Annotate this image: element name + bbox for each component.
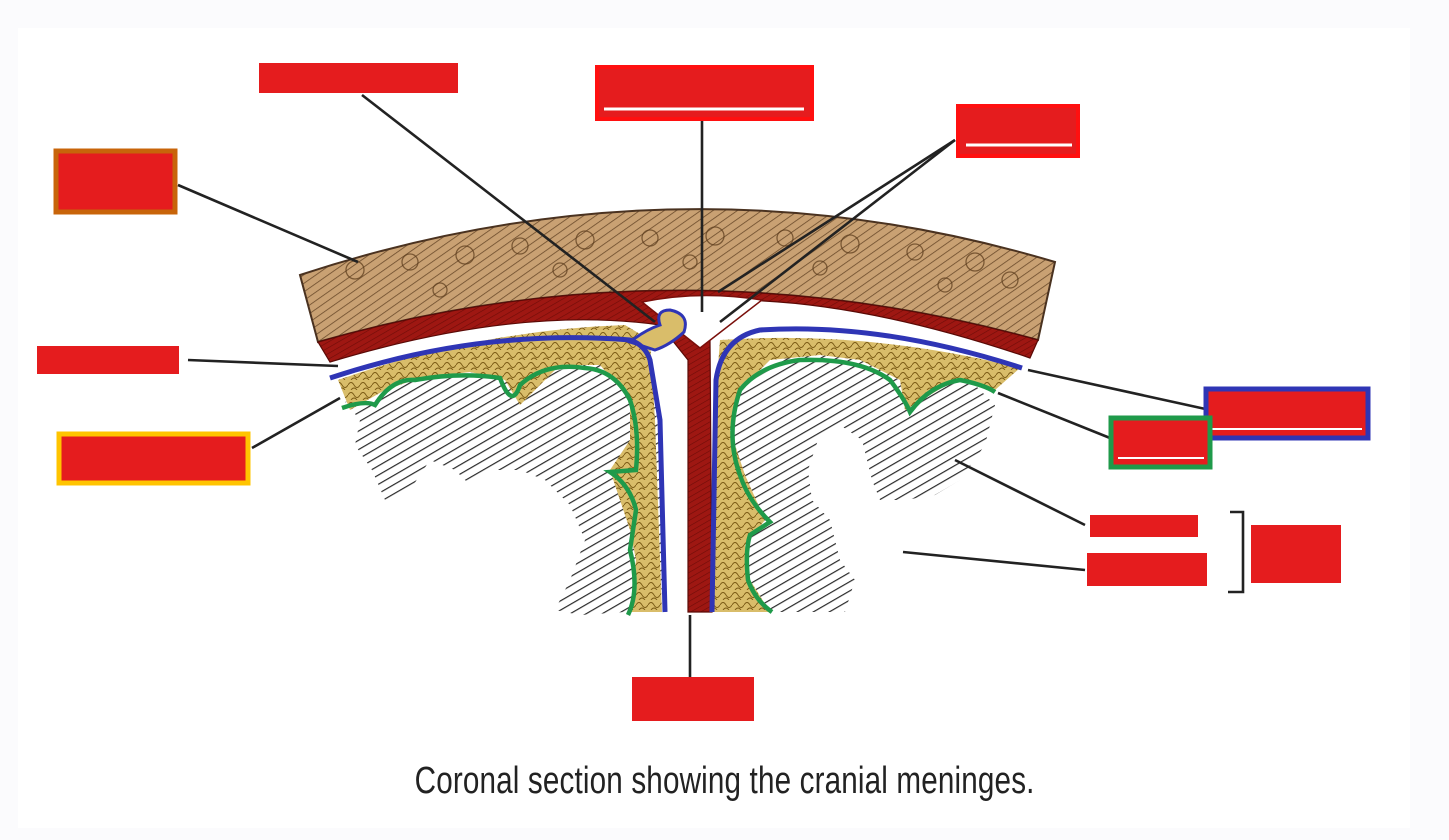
figure-caption: Coronal section showing the cranial meni… [414,760,1035,802]
label-right-white-2[interactable] [1087,553,1207,586]
dura-mater [317,289,1039,613]
subarachnoid-right [712,337,1020,612]
label-right-grey-1[interactable] [1090,515,1198,537]
label-left-middle[interactable] [37,346,179,374]
label-top-center[interactable] [595,65,814,121]
label-pia[interactable] [1108,415,1213,470]
label-top-left[interactable] [259,63,458,93]
superior-sagittal-sinus [640,294,764,349]
arachnoid-left-line [329,335,668,613]
arachnoid-granulation [626,308,687,352]
brain-right-hemisphere [718,355,995,612]
label-bottom-falx[interactable] [632,677,754,721]
label-bracket-group[interactable] [1251,525,1341,583]
pia-left-line [341,364,640,616]
label-bone[interactable] [53,148,178,215]
subarachnoid-left [338,325,662,612]
pia-right-line [730,357,997,614]
bone-spongy-marks [345,226,1019,298]
label-top-right[interactable] [956,104,1080,158]
leader-lines [177,93,1245,680]
brain-left-hemisphere [345,360,665,615]
arachnoid-right-line [709,326,1023,613]
label-left-lower[interactable] [56,431,251,486]
label-arachnoid[interactable] [1203,386,1371,441]
label-boxes [37,63,1371,721]
